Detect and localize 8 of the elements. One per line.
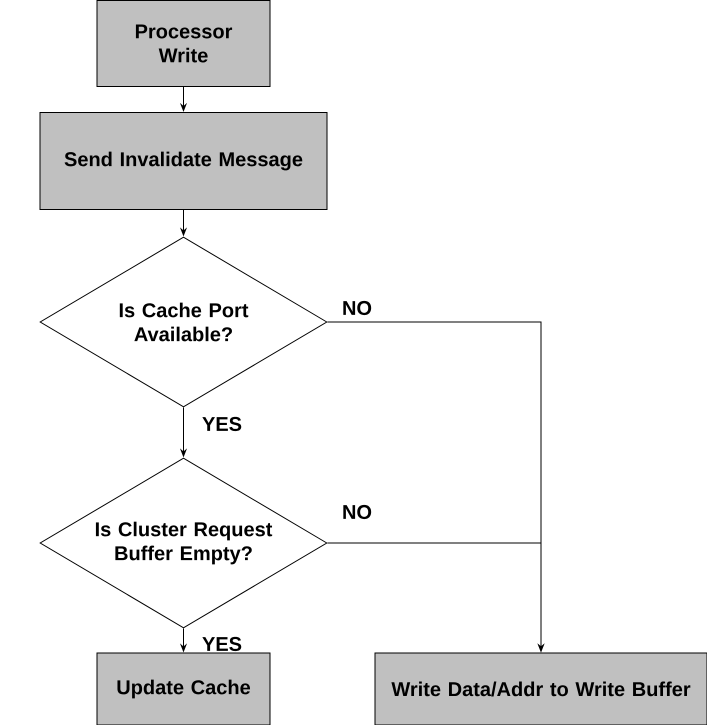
edge-label: NO: [341, 300, 373, 316]
process-box: Send Invalidate Message: [40, 112, 328, 210]
edge-label: YES: [201, 636, 244, 652]
edge-label: NO: [341, 504, 373, 520]
process-box: Update Cache: [96, 652, 270, 725]
process-box: Write Data/Addr to Write Buffer: [374, 652, 707, 725]
edge-label: YES: [201, 416, 244, 432]
process-box: Processor Write: [96, 0, 270, 87]
